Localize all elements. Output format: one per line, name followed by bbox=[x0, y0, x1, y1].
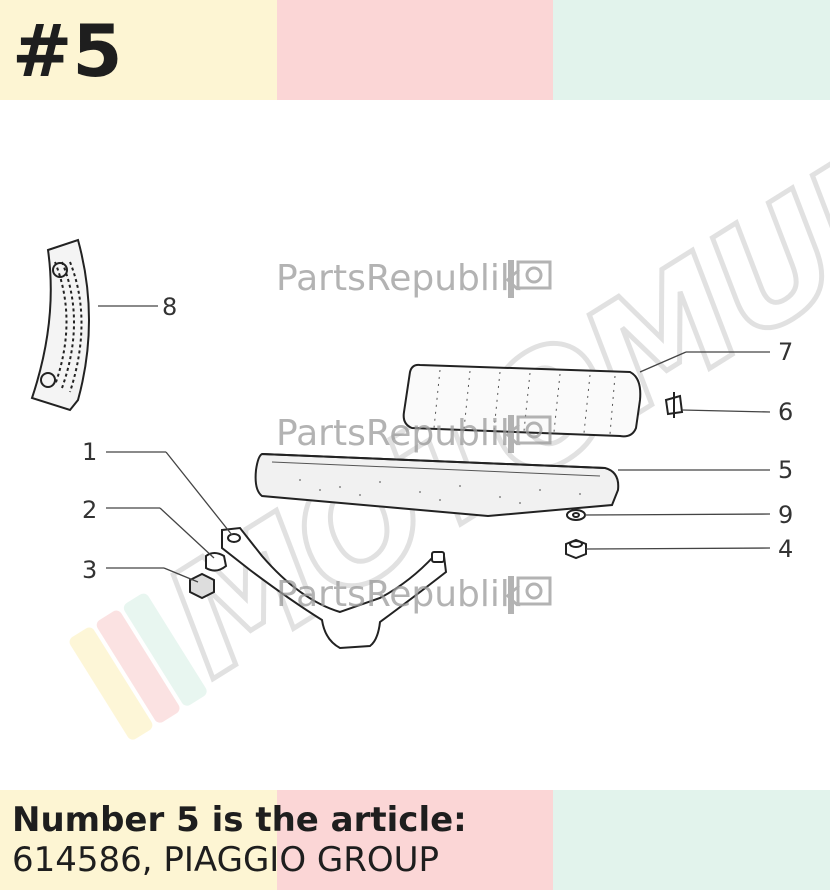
part-1-bracket bbox=[221, 526, 448, 650]
part-number-heading: #5 bbox=[12, 9, 123, 93]
svg-text:PartsRepublik: PartsRepublik bbox=[276, 574, 521, 615]
band-mint bbox=[553, 0, 830, 100]
callout-9: 9 bbox=[778, 501, 793, 529]
callout-1: 1 bbox=[82, 438, 97, 466]
svg-text:PartsRepublik: PartsRepublik bbox=[276, 413, 521, 454]
svg-text:PartsRepublik: PartsRepublik bbox=[276, 258, 521, 299]
exploded-parts-diagram: MOTOMURCIA bbox=[30, 100, 830, 740]
band-mint bbox=[553, 790, 830, 890]
part-8-rail-pad bbox=[30, 238, 90, 412]
header-color-band bbox=[0, 0, 830, 100]
callout-6: 6 bbox=[778, 398, 793, 426]
caption-title: Number 5 is the article: bbox=[12, 800, 467, 840]
callout-8: 8 bbox=[162, 293, 177, 321]
band-pink bbox=[276, 0, 554, 100]
part-7-backrest bbox=[402, 363, 642, 438]
leader-lines bbox=[98, 305, 771, 583]
part-4-nut bbox=[565, 538, 587, 560]
part-2-spacer bbox=[205, 552, 228, 572]
callout-5: 5 bbox=[778, 456, 793, 484]
callout-2: 2 bbox=[82, 496, 97, 524]
part-9-washer bbox=[566, 509, 586, 521]
part-6-clip bbox=[664, 392, 684, 418]
callout-3: 3 bbox=[82, 556, 97, 584]
partsrepublik-watermark: PartsRepublik PartsRepublik PartsRepubli… bbox=[276, 258, 552, 615]
part-5-seat-cushion bbox=[254, 452, 620, 518]
callout-4: 4 bbox=[778, 535, 793, 563]
band-pink bbox=[276, 790, 554, 890]
callout-7: 7 bbox=[778, 338, 793, 366]
band-yellow bbox=[0, 0, 277, 100]
footer-color-band bbox=[0, 790, 830, 890]
part-3-nut bbox=[189, 572, 215, 600]
band-yellow bbox=[0, 790, 277, 890]
caption-subtitle: 614586, PIAGGIO GROUP bbox=[12, 840, 440, 880]
